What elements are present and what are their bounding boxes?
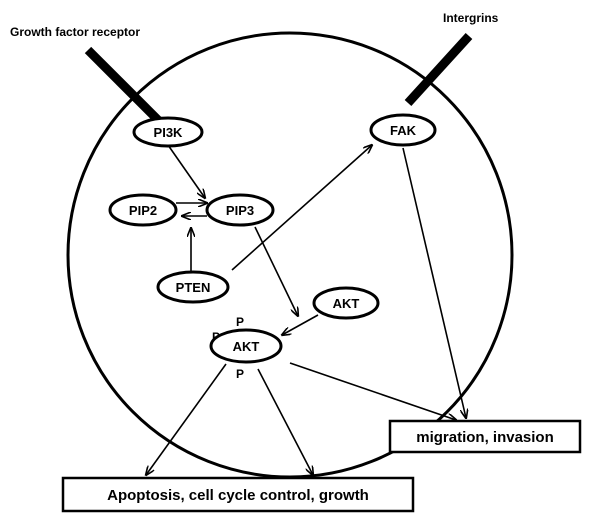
node-pip2: PIP2	[108, 193, 178, 227]
node-akt: AKT	[312, 286, 380, 320]
outcome-apoptosis-label: Apoptosis, cell cycle control, growth	[107, 487, 369, 504]
phosphate-label-left: P	[212, 330, 220, 344]
arrow-fak-to-migration	[402, 147, 466, 418]
arrow-akt-p-to-apoptosis-left	[146, 363, 227, 475]
node-pip2-label: PIP2	[129, 203, 157, 218]
outcome-migration-label: migration, invasion	[416, 429, 554, 446]
arrow-akt-p-to-apoptosis-right	[257, 368, 313, 475]
node-fak: FAK	[369, 113, 437, 147]
node-akt-label: AKT	[333, 296, 360, 311]
node-fak-label: FAK	[390, 123, 417, 138]
outcome-migration: migration, invasion	[388, 419, 582, 454]
intergrins-label: Intergrins	[443, 11, 499, 25]
node-pip3: PIP3	[205, 193, 275, 227]
node-pip3-label: PIP3	[226, 203, 254, 218]
outcome-apoptosis: Apoptosis, cell cycle control, growth	[61, 476, 415, 513]
growth-factor-receptor-bar	[84, 46, 162, 124]
phosphate-label-bottom: P	[236, 367, 244, 381]
arrow-pten-to-fak	[231, 145, 372, 271]
intergrins-bar	[404, 32, 473, 107]
node-pten: PTEN	[156, 270, 230, 304]
arrow-akt-to-akt-p	[282, 314, 319, 335]
node-pten-label: PTEN	[176, 280, 211, 295]
node-pi3k: PI3K	[132, 116, 204, 148]
arrow-pip3-to-akt	[254, 226, 298, 316]
node-akt-phosphorylated-label: AKT	[233, 339, 260, 354]
growth-factor-receptor-label: Growth factor receptor	[10, 25, 140, 39]
arrow-akt-p-to-migration	[289, 362, 456, 420]
node-akt-phosphorylated: AKT	[209, 328, 283, 364]
node-pi3k-label: PI3K	[154, 125, 184, 140]
arrow-pi3k-to-pip3	[167, 144, 205, 198]
phosphate-label-top: P	[236, 315, 244, 329]
